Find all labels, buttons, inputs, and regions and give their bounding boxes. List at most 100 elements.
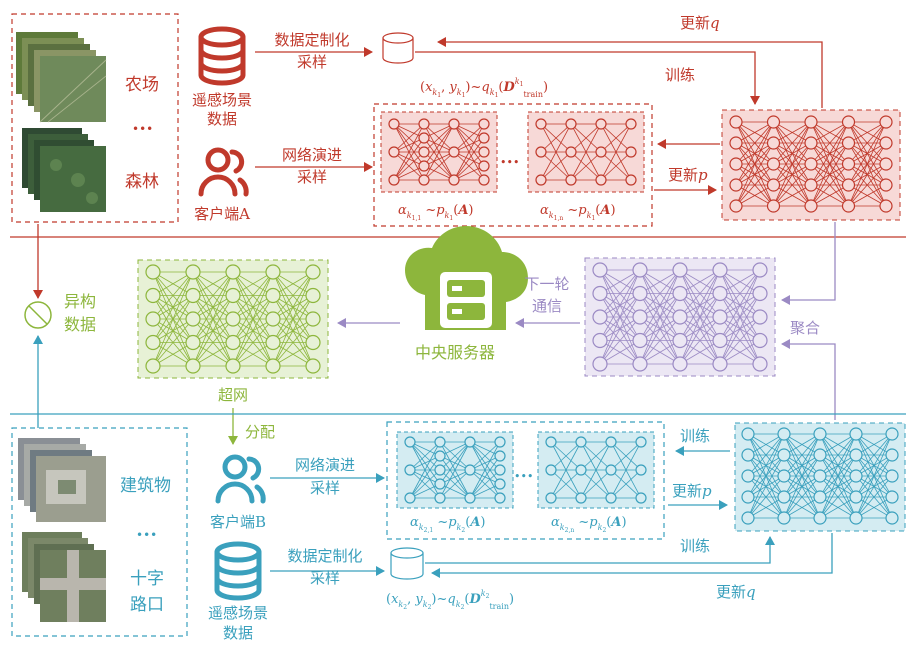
sampled-data-cylinder: [382, 32, 414, 64]
network-node: [635, 492, 647, 504]
network-node: [434, 436, 446, 448]
network-edge: [192, 318, 234, 367]
network-edge: [719, 269, 761, 294]
network-node: [804, 178, 818, 192]
sampled-data-cylinder: [390, 547, 424, 580]
network-node: [625, 146, 637, 158]
network-edge: [810, 163, 849, 207]
network-node: [729, 115, 743, 129]
network-node: [632, 356, 648, 372]
network-edge: [423, 123, 455, 167]
network-node: [879, 136, 893, 150]
network-node: [879, 178, 893, 192]
network-node: [535, 118, 547, 130]
network-edge: [719, 269, 761, 341]
network-node: [777, 490, 791, 504]
network-edge: [747, 454, 785, 519]
network-edge: [639, 269, 681, 365]
network-edge: [819, 433, 857, 519]
network-edge: [819, 433, 857, 456]
network-node: [625, 118, 637, 130]
network-node: [712, 285, 728, 302]
network-node: [804, 115, 818, 129]
network-edge: [599, 293, 641, 365]
network-node: [632, 332, 648, 349]
network-node: [478, 146, 490, 158]
network-edge: [272, 342, 314, 367]
client-a-network-sampling-2: 采样: [297, 168, 327, 186]
network-edge: [599, 340, 641, 365]
network-node: [418, 132, 430, 144]
network-node: [885, 469, 899, 483]
network-node: [879, 115, 893, 129]
network-edge: [747, 433, 785, 519]
client-a-alpha-formula-n: αk1,n ~pk1(A): [540, 203, 616, 222]
network-edge: [550, 441, 582, 499]
network-edge: [540, 123, 572, 181]
network-node: [777, 427, 791, 441]
network-node: [777, 511, 791, 525]
network-edge: [423, 151, 455, 181]
network-node: [592, 285, 608, 302]
network-edge: [735, 121, 774, 144]
client-b-subnet-group: [386, 421, 665, 540]
client-a-name: 客户端A: [194, 205, 250, 223]
network-edge: [679, 269, 721, 341]
network-edge: [453, 137, 485, 181]
client-b-supernet-graph: [741, 427, 899, 525]
network-node: [712, 332, 728, 349]
network-node: [478, 174, 490, 186]
network-edge: [409, 441, 441, 499]
network-node: [575, 492, 587, 504]
network-edge: [848, 163, 887, 207]
aggregated-supernet-graph: [592, 262, 768, 372]
network-node: [565, 146, 577, 158]
client-b-train-bottom-arrow: [425, 536, 775, 564]
network-node: [565, 174, 577, 186]
network-node: [741, 490, 755, 504]
network-edge: [848, 121, 887, 207]
network-node: [672, 309, 688, 325]
network-node: [672, 285, 688, 302]
network-edge: [747, 475, 785, 519]
client-a-supernet-graph: [729, 115, 893, 213]
network-edge: [423, 123, 455, 153]
network-node: [545, 464, 557, 476]
network-node: [849, 469, 863, 483]
network-edge: [192, 271, 234, 320]
network-node: [404, 436, 416, 448]
network-edge: [855, 433, 893, 519]
network-edge: [819, 496, 857, 519]
client-b-section: 建筑物 ••• 十字 路口 客户端B 遥感场景 数据: [10, 413, 906, 642]
network-node: [595, 174, 607, 186]
network-edge: [679, 269, 721, 365]
network-edge: [810, 184, 849, 207]
network-edge: [580, 441, 612, 499]
network-node: [494, 450, 506, 462]
client-b-subnet-ellipsis: •••: [514, 470, 533, 483]
network-edge: [409, 441, 441, 471]
client-b-remote-sensing-label-2: 数据: [223, 624, 253, 642]
network-node: [388, 118, 400, 130]
network-edge: [599, 269, 641, 318]
network-edge: [819, 475, 857, 519]
network-node: [885, 490, 899, 504]
server-section: 异构 数据 超网 分配 中央服务器 下一轮 通信 聚合: [24, 222, 836, 445]
network-edge: [453, 123, 485, 153]
network-node: [545, 492, 557, 504]
network-node: [575, 464, 587, 476]
network-edge: [600, 123, 632, 181]
network-node: [752, 285, 768, 302]
network-edge: [152, 271, 194, 320]
network-edge: [152, 318, 194, 367]
network-node: [464, 492, 476, 504]
client-a-train: 训练: [665, 66, 695, 84]
network-node: [777, 448, 791, 462]
client-a-remote-sensing-label-1: 遥感场景: [192, 91, 252, 109]
network-edge: [272, 318, 314, 367]
network-node: [434, 464, 446, 476]
network-node: [145, 334, 161, 351]
network-edge: [848, 142, 887, 207]
network-edge: [735, 142, 774, 207]
network-node: [813, 511, 827, 525]
